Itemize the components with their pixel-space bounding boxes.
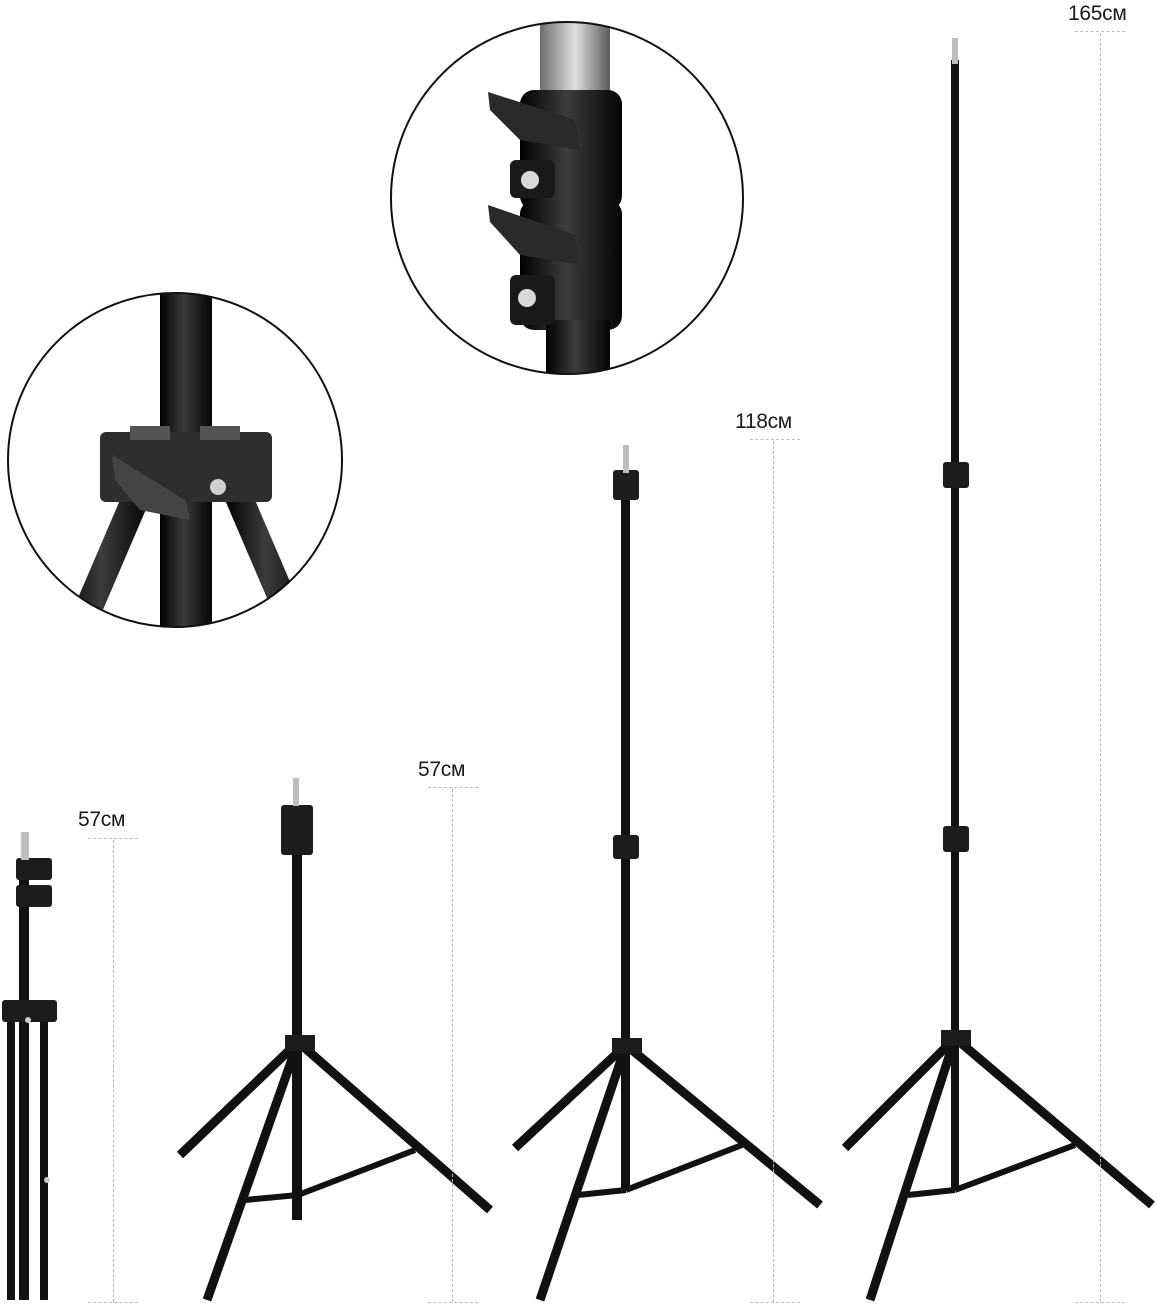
dimension-tick-2b (428, 1302, 478, 1303)
dimension-tick-3 (750, 439, 800, 440)
clamp-detail-circle (390, 21, 744, 375)
dimension-tick-1 (88, 838, 138, 839)
leg-hub-detail-circle (7, 292, 343, 628)
dimension-tick-4b (1075, 1302, 1125, 1303)
dimension-line-1 (113, 840, 114, 1302)
height-label-118: 118см (735, 410, 792, 433)
height-label-folded: 57см (78, 808, 126, 831)
stand-118cm (511, 445, 823, 1302)
dimension-line-4 (1100, 33, 1101, 1302)
dimension-tick-4 (1075, 31, 1125, 32)
dimension-tick-1b (88, 1302, 138, 1303)
stand-57cm (176, 778, 493, 1302)
height-label-57: 57см (418, 758, 466, 781)
dimension-tick-3b (750, 1302, 800, 1303)
stand-165cm (841, 38, 1155, 1302)
height-label-165: 165см (1068, 2, 1127, 25)
dimension-line-2 (452, 789, 453, 1302)
folded-stand (2, 832, 57, 1300)
dimension-line-3 (773, 441, 774, 1302)
dimension-tick-2 (428, 787, 478, 788)
